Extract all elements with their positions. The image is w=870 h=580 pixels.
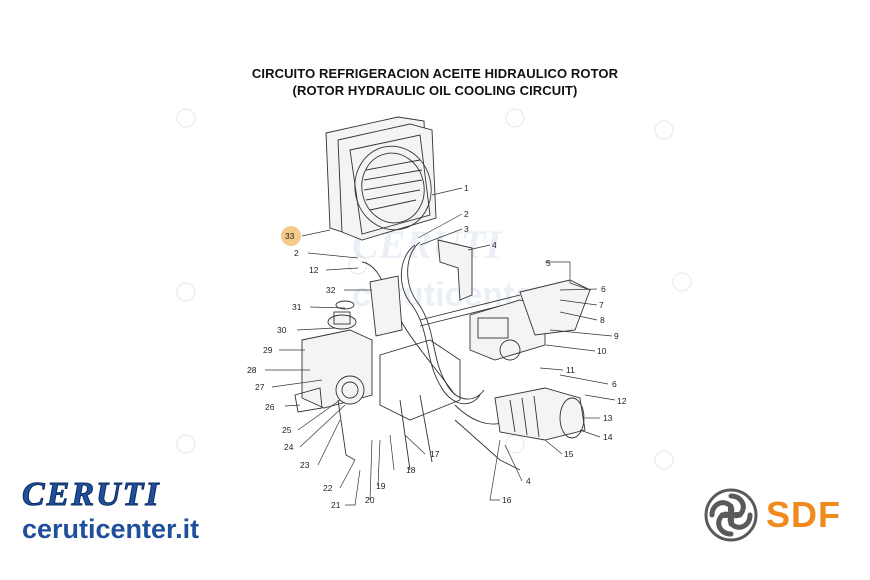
callout-12b: 12 xyxy=(309,265,319,275)
callout-20: 20 xyxy=(365,495,375,505)
hydraulic-motor xyxy=(494,387,586,441)
callout-1: 1 xyxy=(464,183,469,193)
callout-13: 13 xyxy=(603,413,613,423)
callout-4: 4 xyxy=(492,240,497,250)
callout-24: 24 xyxy=(284,442,294,452)
callout-25: 25 xyxy=(282,425,292,435)
callout-10: 10 xyxy=(597,346,607,356)
callout-11: 11 xyxy=(566,365,575,375)
callout-17: 17 xyxy=(430,449,440,459)
callout-29: 29 xyxy=(263,345,273,355)
callout-2b: 2 xyxy=(294,248,299,258)
callout-6b: 6 xyxy=(612,379,617,389)
filter-assembly xyxy=(335,375,365,461)
callout-2: 2 xyxy=(464,209,469,219)
callout-28: 28 xyxy=(247,365,257,375)
leader-lines xyxy=(265,187,616,506)
callout-19: 19 xyxy=(376,481,386,491)
callout-16: 16 xyxy=(502,495,512,505)
callout-highlight xyxy=(281,226,301,246)
callout-8: 8 xyxy=(600,315,605,325)
callout-9: 9 xyxy=(614,331,619,341)
sdf-brand-text: SDF xyxy=(766,494,841,535)
diagram-title: CIRCUITO REFRIGERACION ACEITE HIDRAULICO… xyxy=(251,66,619,81)
mounting-bracket xyxy=(369,239,473,337)
callout-labels: 1 2 3 4 5 6 7 8 9 10 11 6 12 13 14 15 4 … xyxy=(247,183,627,510)
sdf-logo: SDF xyxy=(704,488,841,542)
callout-22: 22 xyxy=(323,483,333,493)
callout-21: 21 xyxy=(331,500,341,510)
callout-7: 7 xyxy=(599,300,604,310)
callout-23: 23 xyxy=(300,460,310,470)
callout-33: 33 xyxy=(285,231,295,241)
valve-block xyxy=(469,279,591,361)
callout-30: 30 xyxy=(277,325,287,335)
callout-32: 32 xyxy=(326,285,336,295)
tank-bracket xyxy=(294,387,323,413)
callout-3: 3 xyxy=(464,224,469,234)
callout-26: 26 xyxy=(265,402,275,412)
callout-4b: 4 xyxy=(526,476,531,486)
callout-18: 18 xyxy=(406,465,416,475)
ceruti-brand-text: CERUTI xyxy=(21,476,161,513)
callout-27: 27 xyxy=(255,382,265,392)
ceruti-logo: CERUTI ceruticenter.it xyxy=(21,476,200,544)
callout-15: 15 xyxy=(564,449,574,459)
callout-6: 6 xyxy=(601,284,606,294)
sdf-emblem-icon xyxy=(704,488,758,542)
callout-31: 31 xyxy=(292,302,302,312)
callout-12: 12 xyxy=(617,396,627,406)
callout-14: 14 xyxy=(603,432,613,442)
diagram-subtitle: (ROTOR HYDRAULIC OIL COOLING CIRCUIT) xyxy=(292,83,578,98)
ceruti-url-text: ceruticenter.it xyxy=(22,514,200,544)
oil-cooler-radiator xyxy=(325,116,437,241)
callout-5: 5 xyxy=(546,258,551,268)
